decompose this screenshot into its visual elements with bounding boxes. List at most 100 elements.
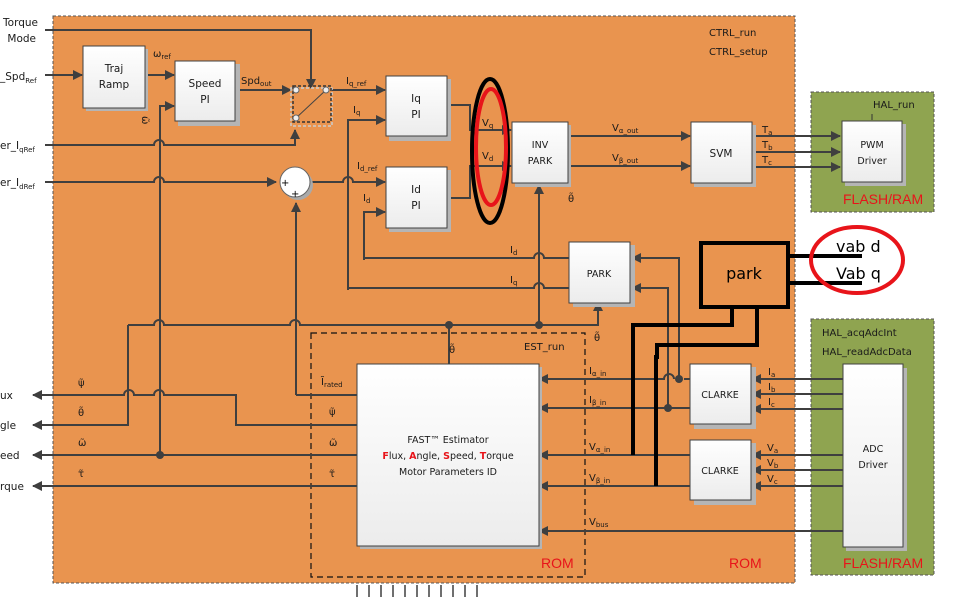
estimator-subtitle-part: peed,: [450, 451, 480, 462]
estimator-params: Motor Parameters ID: [399, 467, 497, 478]
park-iq-label: Iq: [510, 275, 517, 287]
id-label: Id: [363, 193, 370, 205]
tb-label: Tb: [761, 140, 773, 152]
vab-output-highlight: vab d Vab q: [809, 225, 905, 295]
park-block: PARK: [568, 241, 635, 307]
vb-label: Vb: [767, 458, 779, 470]
torque-mode-line1: Torque: [2, 17, 38, 29]
i-beta-in-label: Iβ_in: [589, 395, 606, 407]
vab-d-label: vab d: [836, 237, 881, 256]
estimator-highlight-letter: A: [409, 451, 417, 462]
inv-park-line2: PARK: [528, 156, 553, 167]
fast-estimator-block: FAST™ Estimator Flux, Angle, Speed, Torq…: [356, 363, 542, 549]
adc-driver-line1: ADC: [863, 444, 884, 455]
est-omega-label: ω̃: [329, 437, 337, 449]
vq-label: Vq: [482, 118, 493, 130]
clarke-current-label: CLARKE: [701, 390, 738, 401]
torque-mode-line2: Mode: [7, 33, 36, 45]
id-pi-block: Id PI: [385, 166, 451, 232]
iq-pi-line2: PI: [411, 109, 420, 121]
summing-junction: + +: [279, 166, 313, 200]
v-alpha-in-label: Vα_in: [589, 442, 610, 454]
omega-feedback-label: ω̃: [139, 116, 151, 124]
iq-pi-line1: Iq: [411, 93, 421, 105]
iq-ref-input: er_IqRef: [0, 140, 35, 154]
spd-ref-input: _SpdRef: [0, 71, 37, 85]
spd-out-label: Spdout: [241, 76, 272, 88]
v-alpha-out-label: Vα_out: [612, 123, 639, 135]
speed-output-label: eed: [0, 450, 20, 462]
vc-label: Vc: [767, 474, 778, 486]
svm-label: SVM: [710, 148, 733, 160]
ta-label: Ta: [761, 125, 772, 137]
torque-output-symbol: τ̃: [78, 468, 84, 480]
wires: [32, 29, 873, 536]
estimator-title: FAST™ Estimator: [407, 435, 488, 446]
adc-driver-line2: Driver: [858, 460, 887, 471]
hal-read-label: HAL_readAdcData: [822, 347, 912, 358]
hal-adc-memory-label: FLASH/RAM: [843, 555, 923, 571]
est-run-label: EST_run: [524, 342, 565, 353]
vbus-label: Vbus: [589, 517, 609, 529]
park-annotation-label: park: [726, 264, 763, 283]
ctrl-memory-label: ROM: [729, 555, 762, 571]
hal-pwm-memory-label: FLASH/RAM: [843, 191, 923, 207]
clarke-voltage-block: CLARKE: [689, 439, 756, 505]
svg-text:+: +: [291, 189, 299, 200]
vq-vd-highlight: [470, 77, 510, 225]
ib-label: Ib: [768, 382, 776, 394]
ctrl-run-label: CTRL_run: [709, 28, 756, 39]
speed-output-symbol: ω̃: [78, 437, 86, 449]
theta-park-label: θ̃: [594, 330, 600, 344]
theta-inv-park-label: θ̃: [568, 191, 574, 205]
est-psi-label: ψ̃: [329, 406, 336, 418]
svg-text:+: +: [281, 178, 289, 189]
torque-output-label: rque: [0, 481, 24, 493]
id-ref-input: er_IdRef: [0, 177, 35, 191]
pwm-driver-block: PWM Driver: [841, 120, 906, 186]
id-pi-line2: PI: [411, 200, 420, 212]
adc-driver-block: ADC Driver: [842, 363, 907, 551]
ia-label: Ia: [768, 367, 775, 379]
iq-ref-label: Iq_ref: [346, 76, 367, 88]
ctrl-setup-label: CTRL_setup: [709, 47, 768, 58]
estimator-subtitle: Flux, Angle, Speed, Torque: [382, 451, 513, 462]
vab-q-label: Vab q: [836, 264, 881, 283]
inv-park-block: INV PARK: [511, 121, 571, 187]
park-annotation: park: [631, 241, 862, 486]
est-memory-label: ROM: [541, 555, 574, 571]
vd-label: Vd: [482, 151, 493, 163]
park-id-label: Id: [510, 245, 517, 257]
estimator-subtitle-part: orque: [486, 451, 514, 462]
id-ref-label: Id_ref: [357, 161, 378, 173]
estimator-subtitle-part: lux,: [389, 451, 409, 462]
estimator-highlight-letter: F: [382, 451, 389, 462]
iq-pi-block: Iq PI: [385, 75, 451, 141]
estimator-highlight-letter: T: [480, 451, 487, 462]
angle-output-label: gle: [0, 420, 16, 432]
clarke-voltage-label: CLARKE: [701, 466, 738, 477]
i-alpha-in-label: Iα_in: [589, 366, 606, 378]
park-label: PARK: [587, 269, 612, 280]
hal-run-label: HAL_run: [873, 100, 915, 111]
speed-pi-line2: PI: [200, 94, 209, 106]
estimator-subtitle-part: ngle,: [417, 451, 444, 462]
speed-pi-block: Speed PI: [174, 60, 240, 126]
mode-switch: [290, 85, 333, 127]
svm-block: SVM: [690, 121, 756, 187]
pwm-driver-line1: PWM: [860, 140, 883, 151]
traj-ramp-line2: Ramp: [99, 79, 130, 91]
id-pi-line1: Id: [411, 184, 421, 196]
v-beta-out-label: Vβ_out: [612, 153, 639, 165]
bottom-pins: [356, 585, 478, 597]
inv-park-line1: INV: [532, 140, 549, 151]
iq-label: Iq: [353, 105, 360, 117]
flux-output-symbol: ψ̃: [78, 377, 85, 389]
va-label: Va: [767, 443, 778, 455]
traj-ramp-line1: Traj: [104, 63, 124, 75]
theta-est-label: θ̃: [449, 342, 455, 356]
traj-ramp-block: Traj Ramp: [82, 45, 148, 111]
v-beta-in-label: Vβ_in: [589, 473, 610, 485]
flux-output-label: ux: [0, 390, 13, 402]
